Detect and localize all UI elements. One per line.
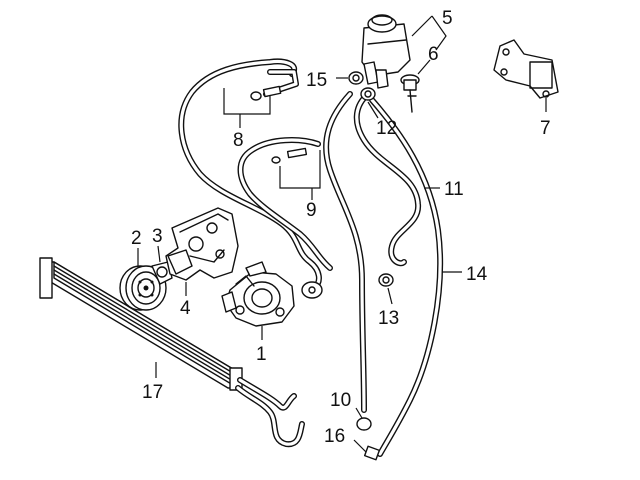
connector-part-16 — [363, 445, 381, 461]
callout-4: 4 — [180, 298, 191, 319]
callout-2: 2 — [131, 228, 142, 249]
pressure-hose — [178, 58, 323, 299]
callout-8: 8 — [233, 130, 244, 151]
gasket-part — [151, 261, 173, 285]
callout-11: 11 — [444, 179, 464, 200]
clamp-part-10 — [356, 417, 372, 431]
reservoir-part — [361, 14, 411, 89]
callout-13: 13 — [378, 308, 399, 329]
clamp-part-12 — [360, 87, 376, 101]
clamp-part-15 — [348, 71, 364, 85]
callout-3: 3 — [152, 226, 163, 247]
pulley-part — [119, 265, 167, 311]
supply-hose — [323, 91, 444, 457]
callout-6: 6 — [428, 44, 439, 65]
callout-7: 7 — [540, 118, 551, 139]
leaders — [137, 15, 547, 453]
callout-9: 9 — [306, 200, 317, 221]
banjo-bolt-part-8 — [250, 85, 282, 101]
callout-12: 12 — [376, 118, 397, 139]
cooler-part — [39, 257, 305, 448]
bracket-part — [165, 207, 239, 281]
pump-part — [221, 261, 295, 327]
callout-labels: 1 2 3 4 5 6 7 8 9 10 11 12 13 14 15 16 1… — [131, 8, 551, 447]
clamp-part-13 — [378, 273, 394, 287]
callout-17: 17 — [142, 382, 163, 403]
mount-bracket-part — [493, 39, 559, 99]
pressure-line — [237, 137, 333, 271]
callout-5: 5 — [442, 8, 453, 29]
return-hose — [353, 93, 422, 267]
callout-1: 1 — [256, 344, 267, 365]
callout-15: 15 — [306, 70, 327, 91]
callout-10: 10 — [330, 390, 351, 411]
callout-16: 16 — [324, 426, 345, 447]
callout-14: 14 — [466, 264, 488, 285]
cap-part — [400, 74, 420, 113]
